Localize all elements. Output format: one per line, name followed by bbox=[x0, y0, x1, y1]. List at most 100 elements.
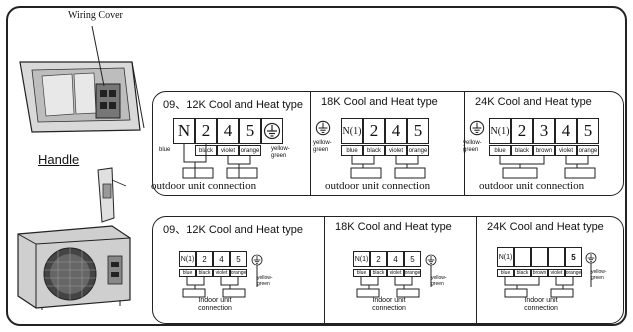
wire-labels: blue black violet orange bbox=[341, 145, 429, 156]
wire-label: black bbox=[511, 145, 533, 156]
wire-labels: blue black violet orange bbox=[353, 269, 421, 277]
terminal: 5 bbox=[565, 247, 582, 267]
indoor-panel-24k: 24K Cool and Heat type N(1) 5 blue black… bbox=[477, 217, 622, 323]
wire-label: blue bbox=[341, 145, 363, 156]
terminal: 4 bbox=[217, 118, 239, 144]
panel-title: 18K Cool and Heat type bbox=[321, 96, 438, 108]
outdoor-panel-18k: 18K Cool and Heat type N(1) 2 4 5 yellow… bbox=[311, 92, 465, 195]
ground-wire-label: yellow-green bbox=[431, 275, 447, 287]
ground-icon bbox=[315, 120, 331, 136]
wire-label: orange bbox=[407, 145, 429, 156]
connection-label: Indoor unit connection bbox=[198, 297, 232, 312]
unit-illustration bbox=[17, 25, 145, 310]
indoor-connection-row: 09、12K Cool and Heat type N(1) 2 4 5 blu… bbox=[152, 216, 624, 324]
terminal: 5 bbox=[577, 118, 599, 144]
terminal-block: N 2 4 5 bbox=[173, 118, 283, 144]
terminal: 3 bbox=[533, 118, 555, 144]
terminal: 5 bbox=[404, 251, 421, 267]
terminal bbox=[548, 247, 565, 267]
wire-label: violet bbox=[213, 269, 230, 277]
wire-label: violet bbox=[385, 145, 407, 156]
ground-icon bbox=[469, 120, 485, 136]
ground-wire-label: yellow-green bbox=[463, 140, 482, 153]
wire-label: violet bbox=[387, 269, 404, 277]
ground-terminal bbox=[261, 118, 283, 144]
connection-label: Indoor unit connection bbox=[524, 297, 558, 312]
terminal: N(1) bbox=[497, 247, 514, 267]
indoor-unit-image bbox=[19, 61, 145, 133]
handle-label: Handle bbox=[38, 152, 80, 167]
ground-icon bbox=[585, 252, 597, 264]
terminal: N bbox=[173, 118, 195, 144]
wire-labels: blue black brown violet orange bbox=[497, 269, 582, 277]
panel-title: 24K Cool and Heat type bbox=[487, 221, 604, 233]
terminal: 4 bbox=[555, 118, 577, 144]
terminal-block: N(1) 2 4 5 bbox=[341, 118, 429, 144]
terminal: 5 bbox=[239, 118, 261, 144]
terminal: 4 bbox=[213, 251, 230, 267]
wire-label: orange bbox=[565, 269, 582, 277]
wire-label: brown bbox=[533, 145, 555, 156]
connection-lines bbox=[182, 265, 258, 298]
wire-label: violet bbox=[555, 145, 577, 156]
terminal: 2 bbox=[196, 251, 213, 267]
terminal: N(1) bbox=[353, 251, 370, 267]
terminal: 4 bbox=[385, 118, 407, 144]
outdoor-unit-image bbox=[17, 225, 131, 310]
wire-labels: blue black brown violet orange bbox=[489, 145, 599, 156]
wire-label: black bbox=[514, 269, 531, 277]
indoor-panel-18k: 18K Cool and Heat type N(1) 2 4 5 blue b… bbox=[325, 217, 477, 323]
connection-label: outdoor unit connection bbox=[479, 180, 585, 192]
ground-wire-label: yellow-green bbox=[271, 146, 290, 159]
terminal: N(1) bbox=[489, 118, 511, 144]
terminal: N(1) bbox=[341, 118, 363, 144]
panel-title: 24K Cool and Heat type bbox=[475, 96, 592, 108]
wire-label: blue bbox=[179, 269, 196, 277]
indoor-panel-09-12k: 09、12K Cool and Heat type N(1) 2 4 5 blu… bbox=[153, 217, 325, 323]
outdoor-panel-09-12k: 09、12K Cool and Heat type N 2 4 5 blue b… bbox=[151, 92, 311, 195]
ground-wire-label: yellow-green bbox=[313, 140, 332, 153]
connection-lines bbox=[499, 156, 596, 179]
wire-label: orange bbox=[239, 145, 261, 156]
wire-label: black bbox=[196, 269, 213, 277]
connection-lines bbox=[350, 156, 426, 179]
wire-label: blue bbox=[353, 269, 370, 277]
ground-terminal bbox=[315, 120, 331, 141]
outdoor-panel-24k: 24K Cool and Heat type N(1) 2 3 4 5 yell… bbox=[463, 92, 622, 195]
wire-label: orange bbox=[404, 269, 421, 277]
terminal: 5 bbox=[230, 251, 247, 267]
ground-terminal bbox=[585, 251, 597, 269]
ground-terminal bbox=[469, 120, 485, 141]
wire-label: violet bbox=[548, 269, 565, 277]
connection-lines bbox=[182, 144, 258, 179]
ground-wire-label: yellow-green bbox=[257, 275, 273, 287]
terminal bbox=[531, 247, 548, 267]
connection-lines bbox=[504, 263, 592, 298]
terminal bbox=[514, 247, 531, 267]
wire-label: black bbox=[363, 145, 385, 156]
wire-label: brown bbox=[531, 269, 548, 277]
wire-label: blue bbox=[497, 269, 514, 277]
panel-title: 18K Cool and Heat type bbox=[335, 221, 452, 233]
wire-label: violet bbox=[217, 145, 239, 156]
terminal-block: N(1) 2 4 5 bbox=[179, 251, 247, 267]
panel-title: 09、12K Cool and Heat type bbox=[163, 99, 304, 111]
terminal-block: N(1) 5 bbox=[497, 247, 582, 267]
terminal: 4 bbox=[387, 251, 404, 267]
panel-title: 09、12K Cool and Heat type bbox=[163, 224, 304, 236]
terminal: N(1) bbox=[179, 251, 196, 267]
wire-label: black bbox=[370, 269, 387, 277]
wiring-cover-label: Wiring Cover bbox=[68, 10, 123, 21]
terminal: 2 bbox=[370, 251, 387, 267]
ground-wire-label: yellow-green bbox=[591, 269, 607, 281]
wire-label: orange bbox=[577, 145, 599, 156]
connection-label: outdoor unit connection bbox=[325, 180, 431, 192]
terminal: 2 bbox=[511, 118, 533, 144]
handle-image bbox=[97, 167, 127, 223]
wire-labels: blue black violet orange bbox=[179, 269, 247, 277]
connection-lines bbox=[356, 265, 432, 298]
wire-label: blue bbox=[489, 145, 511, 156]
diagram-frame bbox=[6, 6, 627, 326]
terminal-block: N(1) 2 3 4 5 bbox=[489, 118, 599, 144]
wire-label: blue bbox=[159, 147, 171, 153]
